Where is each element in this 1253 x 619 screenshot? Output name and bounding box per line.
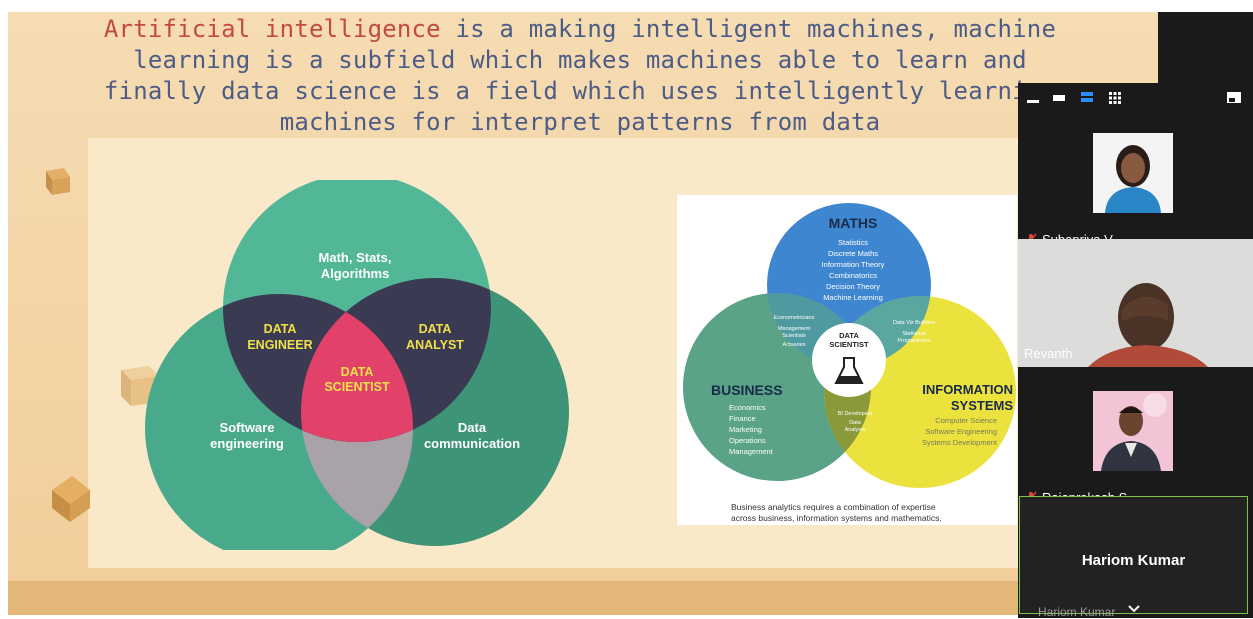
- venn-analytics-svg: DATA SCIENTIST MATHS Statistics Discrete…: [683, 203, 1016, 523]
- venn-label-math-2: Algorithms: [321, 266, 390, 281]
- participant-tile[interactable]: Revanth: [1018, 239, 1253, 367]
- venn-label-software: Software: [220, 420, 275, 435]
- is-title-2: SYSTEMS: [951, 398, 1013, 413]
- venn-label-scientist: DATA: [341, 365, 374, 379]
- maths-item: Discrete Maths: [828, 249, 878, 258]
- maths-item: Combinatorics: [829, 271, 877, 280]
- overlap-mi-item: Statistical: [902, 331, 926, 337]
- avatar: [1093, 133, 1173, 213]
- maths-item: Decision Theory: [826, 282, 880, 291]
- is-item: Computer Science: [935, 416, 997, 425]
- overlap-bi-item: Analysts: [845, 427, 866, 433]
- business-item: Economics: [729, 403, 766, 412]
- slide-floor: [8, 581, 1158, 615]
- flask-icon: [834, 357, 864, 384]
- slide-headline: Artificial intelligence is a making inte…: [100, 14, 1060, 138]
- stop-video-icon[interactable]: [1052, 91, 1066, 105]
- overlap-bi-item: Data: [849, 420, 862, 426]
- venn-diagram-skills: Math, Stats, Algorithms DATA ENGINEER DA…: [145, 180, 569, 550]
- overlap-mb-item: Econometricians: [774, 315, 815, 321]
- participant-name: Hariom Kumar: [1038, 605, 1116, 619]
- screen-share-gutter: [1158, 12, 1253, 92]
- participant-name: Revanth: [1024, 346, 1073, 361]
- cube-decoration: [52, 476, 90, 522]
- venn-label-scientist-2: SCIENTIST: [324, 380, 390, 394]
- venn-label-analyst: DATA: [419, 322, 452, 336]
- overlap-mb-item: Management: [778, 326, 811, 332]
- business-item: Marketing: [729, 425, 762, 434]
- active-speaker-tile[interactable]: Hariom Kumar Hariom Kumar: [1019, 496, 1248, 619]
- cube-decoration: [46, 168, 70, 195]
- business-item: Operations: [729, 436, 766, 445]
- maths-item: Statistics: [838, 238, 868, 247]
- business-title: BUSINESS: [711, 382, 783, 398]
- overlap-mb-item: Actuaries: [783, 342, 806, 348]
- video-feed: [1018, 239, 1253, 367]
- is-title: INFORMATION: [922, 382, 1013, 397]
- venn-label-software-2: engineering: [210, 436, 284, 451]
- exit-fullscreen-icon[interactable]: [1226, 91, 1242, 105]
- chevron-down-icon[interactable]: [1127, 604, 1141, 614]
- avatar: [1093, 391, 1173, 471]
- business-item: Finance: [729, 414, 756, 423]
- overlap-mi-item: Programmers: [897, 338, 931, 344]
- venn-label-communication: Data: [458, 420, 487, 435]
- maths-title: MATHS: [829, 215, 878, 231]
- overlap-mi-item: Data Viz Builders: [893, 320, 935, 326]
- speaker-view-icon[interactable]: [1080, 91, 1094, 105]
- center-label: DATA: [839, 331, 859, 340]
- business-item: Management: [729, 447, 774, 456]
- overlap-bi-item: BI Developers: [838, 411, 873, 417]
- minimize-icon[interactable]: [1026, 91, 1040, 105]
- gallery-view-icon[interactable]: [1108, 91, 1122, 105]
- venn-caption-2: across business, information systems and…: [731, 513, 942, 523]
- is-item: Systems Development: [922, 438, 998, 447]
- venn-label-communication-2: communication: [424, 436, 520, 451]
- venn-overlap-scientist: [301, 294, 413, 442]
- venn-diagram-analytics: DATA SCIENTIST MATHS Statistics Discrete…: [677, 195, 1017, 525]
- venn-center-circle: [812, 323, 886, 397]
- venn-label-math: Math, Stats,: [319, 250, 392, 265]
- participant-name-large: Hariom Kumar: [1081, 552, 1186, 569]
- headline-highlight: Artificial intelligence: [103, 15, 441, 43]
- maths-item: Machine Learning: [823, 293, 883, 302]
- headline-text: is a making intelligent machines, machin…: [103, 15, 1057, 136]
- maths-item: Information Theory: [822, 260, 885, 269]
- participant-tile[interactable]: Subapriya.V: [1018, 125, 1253, 253]
- center-label-2: SCIENTIST: [829, 340, 869, 349]
- venn-label-analyst-2: ANALYST: [406, 338, 464, 352]
- is-item: Software Engineering: [925, 427, 997, 436]
- venn-caption: Business analytics requires a combinatio…: [731, 502, 936, 512]
- participant-tile[interactable]: Rajaprakash S: [1018, 383, 1253, 511]
- view-toolbar: [1018, 83, 1253, 111]
- overlap-mb-item: Scientists: [782, 333, 806, 339]
- venn-label-engineer: DATA: [264, 322, 297, 336]
- venn-label-engineer-2: ENGINEER: [247, 338, 312, 352]
